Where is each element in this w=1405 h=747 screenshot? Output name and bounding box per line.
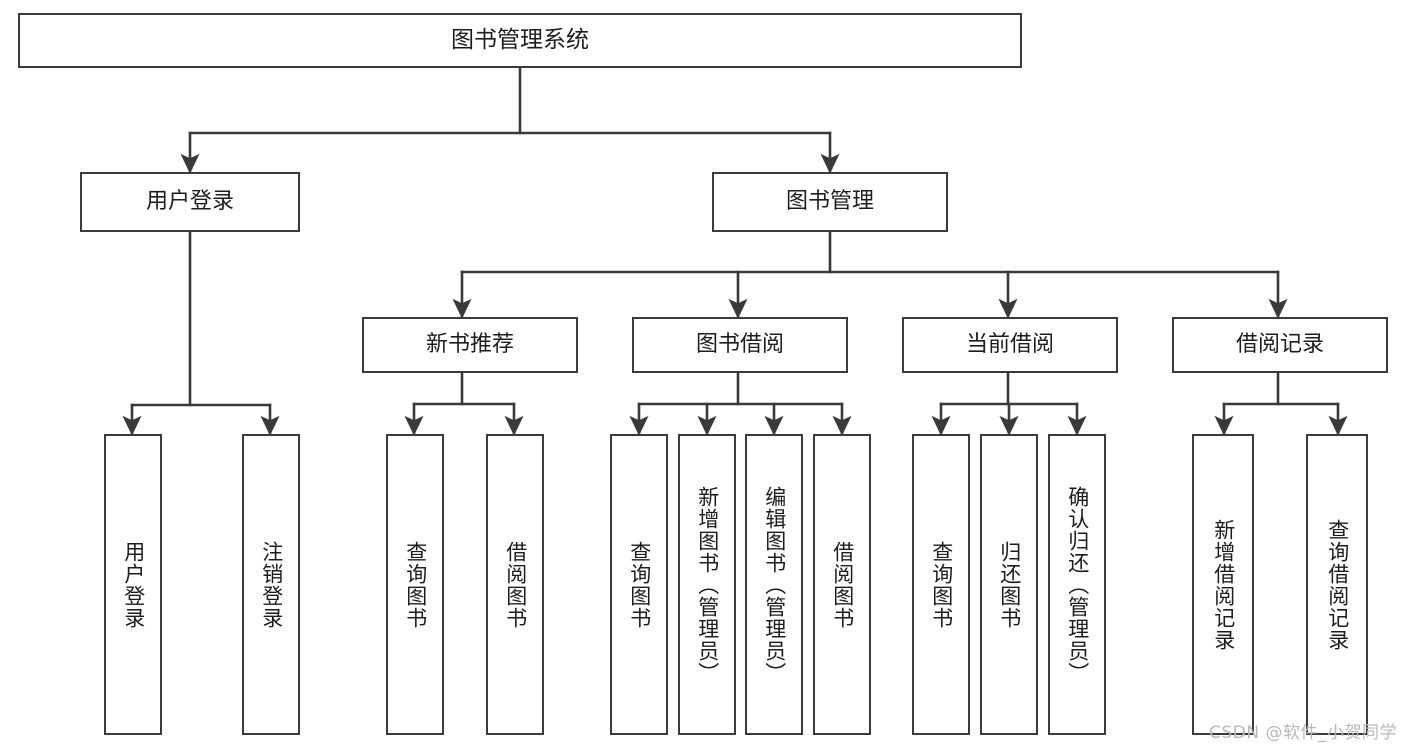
node-leaf-logout[interactable]: 注销登录 [242,434,300,735]
node-new-book-rec-label: 新书推荐 [425,332,514,358]
node-book-manage[interactable]: 图书管理 [712,172,948,232]
node-leaf-logout-label: 注销登录 [259,540,284,629]
node-borrow-record-label: 借阅记录 [1235,332,1324,358]
node-leaf-borrow-book-2[interactable]: 借阅图书 [813,434,871,735]
node-current-borrow-label: 当前借阅 [965,332,1054,358]
node-new-book-rec[interactable]: 新书推荐 [362,317,578,373]
node-leaf-query-book-2-label: 查询图书 [627,540,652,629]
node-leaf-user-login-label: 用户登录 [121,540,146,629]
node-leaf-add-book-label: 新增图书（管理员） [695,485,720,684]
node-leaf-query-book-3-label: 查询图书 [929,540,954,629]
node-leaf-confirm-return[interactable]: 确认归还（管理员） [1048,434,1106,735]
watermark-text: CSDN @软件_小贺同学 [1209,723,1397,743]
node-current-borrow[interactable]: 当前借阅 [902,317,1118,373]
node-book-borrow[interactable]: 图书借阅 [632,317,848,373]
node-leaf-query-record[interactable]: 查询借阅记录 [1306,434,1368,735]
node-leaf-query-book-1-label: 查询图书 [403,540,428,629]
node-user-login-label: 用户登录 [145,189,234,215]
node-user-login[interactable]: 用户登录 [80,172,300,232]
node-leaf-confirm-return-label: 确认归还（管理员） [1065,485,1090,684]
node-leaf-query-record-label: 查询借阅记录 [1325,518,1350,651]
node-leaf-return-book-label: 归还图书 [997,540,1022,629]
node-leaf-user-login[interactable]: 用户登录 [104,434,162,735]
node-leaf-query-book-1[interactable]: 查询图书 [386,434,444,735]
node-leaf-edit-book-label: 编辑图书（管理员） [762,485,787,684]
node-leaf-borrow-book-1[interactable]: 借阅图书 [486,434,544,735]
node-leaf-add-book[interactable]: 新增图书（管理员） [678,434,736,735]
node-leaf-add-record-label: 新增借阅记录 [1211,518,1236,651]
node-leaf-query-book-3[interactable]: 查询图书 [912,434,970,735]
node-book-borrow-label: 图书借阅 [695,332,784,358]
node-leaf-query-book-2[interactable]: 查询图书 [610,434,668,735]
node-borrow-record[interactable]: 借阅记录 [1172,317,1388,373]
node-leaf-return-book[interactable]: 归还图书 [980,434,1038,735]
node-leaf-borrow-book-1-label: 借阅图书 [503,540,528,629]
node-leaf-add-record[interactable]: 新增借阅记录 [1192,434,1254,735]
node-root[interactable]: 图书管理系统 [18,13,1022,68]
node-leaf-edit-book[interactable]: 编辑图书（管理员） [745,434,803,735]
node-book-manage-label: 图书管理 [785,189,874,215]
node-root-label: 图书管理系统 [451,26,589,53]
node-leaf-borrow-book-2-label: 借阅图书 [830,540,855,629]
